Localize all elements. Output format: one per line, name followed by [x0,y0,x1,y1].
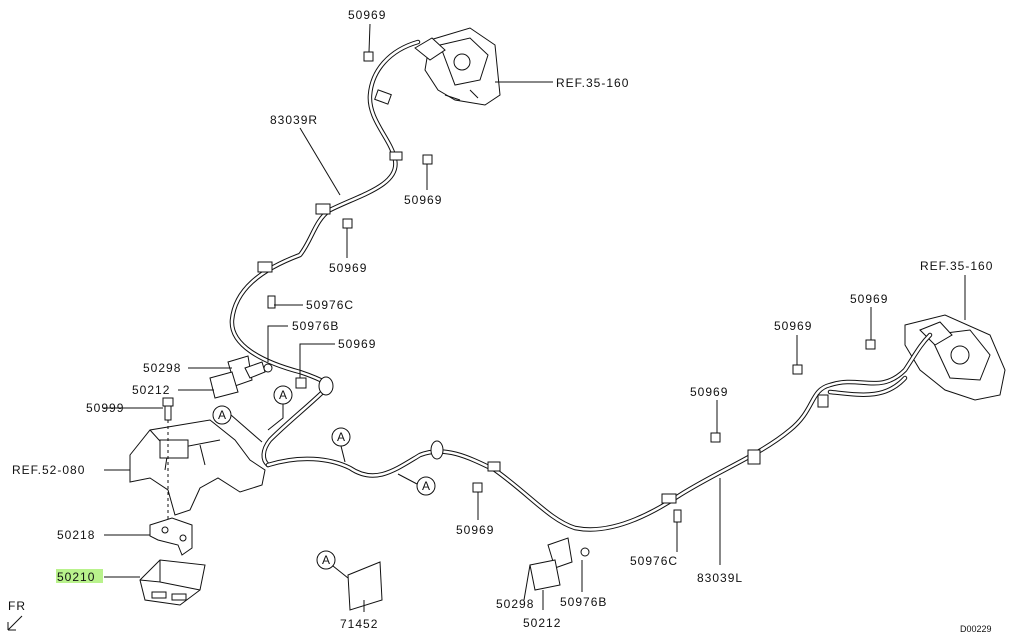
svg-text:A: A [422,479,431,493]
callout-50212-bottom[interactable]: 50212 [523,616,561,630]
reference-marker-a-2: A [212,405,263,443]
callout-50976C-left[interactable]: 50976C [306,298,354,312]
callout-50969-top[interactable]: 50969 [348,8,386,22]
callout-50999[interactable]: 50999 [86,401,124,415]
diagram-code: D00229 [960,624,992,634]
rear-brake-caliper-right [904,314,1006,401]
front-label: FR [8,599,26,613]
callout-50298-bottom[interactable]: 50298 [496,597,534,611]
callout-50969-r3[interactable]: 50969 [850,292,888,306]
svg-text:A: A [322,553,331,567]
parking-brake-cable-83039R [229,39,421,468]
callout-50218[interactable]: 50218 [57,528,95,542]
nuts-and-clips [267,51,876,523]
callout-50969-left[interactable]: 50969 [338,337,376,351]
bracket-left-group [209,355,307,399]
svg-text:A: A [337,430,346,444]
callout-50969-mid1[interactable]: 50969 [404,193,442,207]
callout-50969-mid2[interactable]: 50969 [329,261,367,275]
callout-ref-35-160-right[interactable]: REF.35-160 [920,259,993,273]
caution-label-71452 [347,561,383,611]
callout-50298-left[interactable]: 50298 [143,361,181,375]
svg-text:A: A [279,388,288,402]
rear-brake-caliper-top [414,27,501,106]
callout-ref-35-160-top[interactable]: REF.35-160 [556,76,629,90]
callout-50210[interactable]: 50210 [57,570,95,584]
parking-brake-cable-83039L [265,332,933,532]
callout-50976B-left[interactable]: 50976B [292,319,339,333]
bracket-bottom-group [529,537,590,591]
reference-marker-a-1: A [267,385,293,431]
reference-marker-a-5: A [316,550,349,579]
parking-brake-control-unit [139,559,206,606]
callout-50976B-bottom[interactable]: 50976B [560,595,607,609]
callout-50976C-bottom[interactable]: 50976C [630,554,678,568]
reference-marker-a-3: A [331,427,351,463]
callout-50969-r1[interactable]: 50969 [690,385,728,399]
callout-50212-left[interactable]: 50212 [132,383,170,397]
support-bracket [129,419,266,516]
bolt-50999 [162,397,174,520]
callout-83039R[interactable]: 83039R [270,113,318,127]
reference-marker-a-4: A [397,473,436,496]
callout-71452[interactable]: 71452 [340,617,378,631]
bracket-50218 [149,517,193,556]
callout-labels: 50969 REF.35-160 83039R 50969 50969 5097… [12,8,993,631]
callout-50969-r2[interactable]: 50969 [774,319,812,333]
callout-ref-52-080[interactable]: REF.52-080 [12,463,85,477]
callout-83039L[interactable]: 83039L [697,571,743,585]
selected-part-highlight [56,569,103,583]
front-direction-indicator: FR [7,599,26,631]
svg-text:A: A [218,408,227,422]
leader-lines [103,23,966,612]
callout-50969-bottom[interactable]: 50969 [456,523,494,537]
front-arrow-icon [7,615,23,631]
